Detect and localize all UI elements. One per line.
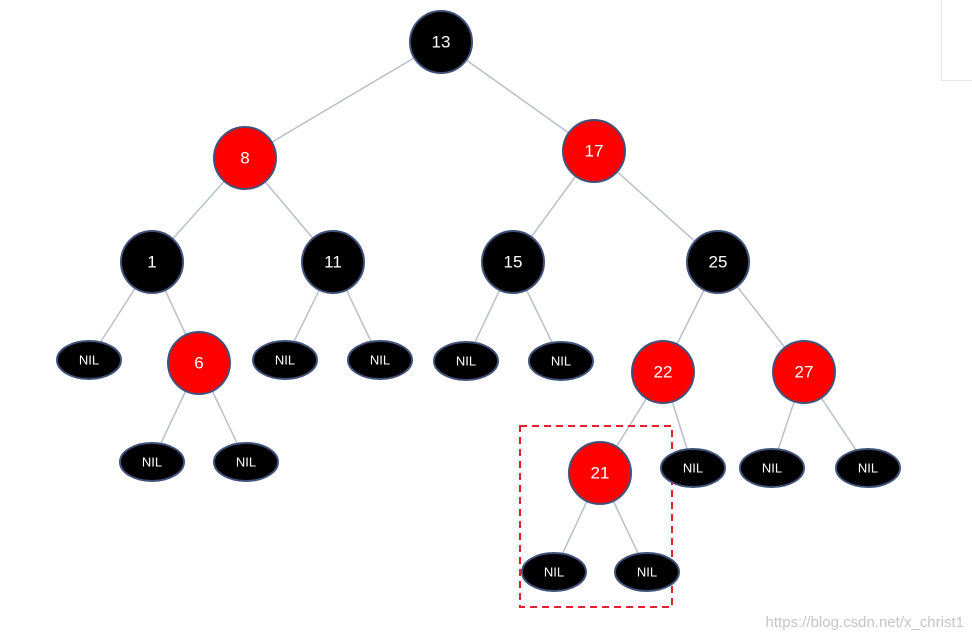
node-label: 25 <box>709 253 728 272</box>
edge-n22-n21 <box>615 397 648 448</box>
edge-n27-nil12 <box>820 397 859 453</box>
edge-n6-nil3 <box>211 390 239 446</box>
node-label: NIL <box>762 461 782 476</box>
node-shape <box>119 442 185 482</box>
node-shape <box>213 126 277 190</box>
edge-n15-nil7 <box>525 289 554 345</box>
node-shape <box>252 340 318 380</box>
node-label: 27 <box>795 363 814 382</box>
tree-node-13: 13 <box>409 10 473 74</box>
node-shape <box>347 340 413 380</box>
nil-node-nil: NIL <box>433 341 499 381</box>
node-shape <box>213 442 279 482</box>
node-label: 1 <box>147 253 156 272</box>
node-shape <box>562 119 626 183</box>
tree-node-17: 17 <box>562 119 626 183</box>
edge-n21-nil10 <box>612 500 640 556</box>
tree-node-25: 25 <box>686 230 750 294</box>
node-label: NIL <box>551 354 571 369</box>
node-shape <box>120 230 184 294</box>
nil-node-nil: NIL <box>252 340 318 380</box>
node-shape <box>521 552 587 592</box>
node-shape <box>686 230 750 294</box>
highlight-box <box>519 425 673 608</box>
nil-node-nil: NIL <box>347 340 413 380</box>
tree-node-6: 6 <box>167 331 231 395</box>
tree-node-27: 27 <box>772 340 836 404</box>
node-shape <box>301 230 365 294</box>
edge-n13-n8 <box>271 57 415 143</box>
edge-n25-n27 <box>736 285 786 349</box>
node-shape <box>481 230 545 294</box>
node-shape <box>772 340 836 404</box>
nil-node-nil: NIL <box>213 442 279 482</box>
node-label: NIL <box>683 461 703 476</box>
nil-node-nil: NIL <box>739 448 805 488</box>
edge-n27-nil11 <box>777 401 795 451</box>
node-label: 6 <box>194 354 203 373</box>
tree-node-15: 15 <box>481 230 545 294</box>
node-label: 22 <box>654 363 673 382</box>
node-shape <box>528 341 594 381</box>
edge-n1-nil1 <box>98 287 136 345</box>
nil-node-nil: NIL <box>835 448 901 488</box>
node-shape <box>433 341 499 381</box>
edge-n21-nil9 <box>561 500 588 556</box>
node-label: NIL <box>544 565 564 580</box>
node-label: 21 <box>591 464 610 483</box>
nil-node-nil: NIL <box>521 552 587 592</box>
node-label: NIL <box>79 353 99 368</box>
node-label: NIL <box>456 354 476 369</box>
node-label: NIL <box>637 565 657 580</box>
edge-n17-n15 <box>530 175 577 238</box>
nil-node-nil: NIL <box>56 340 122 380</box>
edge-n1-n6 <box>164 289 187 336</box>
tree-node-8: 8 <box>213 126 277 190</box>
tree-node-21: 21 <box>568 441 632 505</box>
tree-node-11: 11 <box>301 230 365 294</box>
node-label: 8 <box>240 149 249 168</box>
tree-node-22: 22 <box>631 340 695 404</box>
edge-n11-nil4 <box>292 289 321 344</box>
edge-n25-n22 <box>676 289 705 345</box>
node-shape <box>614 552 680 592</box>
corner-panel <box>941 0 972 81</box>
edge-n11-nil5 <box>345 289 373 344</box>
edge-n22-nil8 <box>671 401 689 451</box>
node-shape <box>739 448 805 488</box>
edge-n8-n1 <box>172 180 225 240</box>
node-label: NIL <box>370 353 390 368</box>
node-label: 15 <box>504 253 523 272</box>
nil-node-nil: NIL <box>614 552 680 592</box>
node-shape <box>409 10 473 74</box>
node-label: 11 <box>324 253 342 272</box>
node-label: 13 <box>432 33 451 52</box>
nil-node-nil: NIL <box>528 341 594 381</box>
node-shape <box>660 448 726 488</box>
node-label: NIL <box>858 461 878 476</box>
edges-layer <box>98 57 859 556</box>
node-shape <box>167 331 231 395</box>
nil-node-nil: NIL <box>660 448 726 488</box>
node-shape <box>835 448 901 488</box>
node-label: NIL <box>236 455 256 470</box>
edge-n8-n11 <box>264 181 314 239</box>
nil-node-nil: NIL <box>119 442 185 482</box>
node-shape <box>56 340 122 380</box>
node-label: NIL <box>142 455 162 470</box>
node-label: NIL <box>275 353 295 368</box>
watermark-text: https://blog.csdn.net/x_christ1 <box>765 614 964 631</box>
edge-n15-nil6 <box>473 289 501 345</box>
edge-n13-n17 <box>465 59 570 134</box>
edge-n17-n25 <box>616 171 696 242</box>
node-label: 17 <box>585 142 604 161</box>
tree-node-1: 1 <box>120 230 184 294</box>
node-shape <box>631 340 695 404</box>
node-shape <box>568 441 632 505</box>
edge-n6-nil2 <box>159 390 187 446</box>
